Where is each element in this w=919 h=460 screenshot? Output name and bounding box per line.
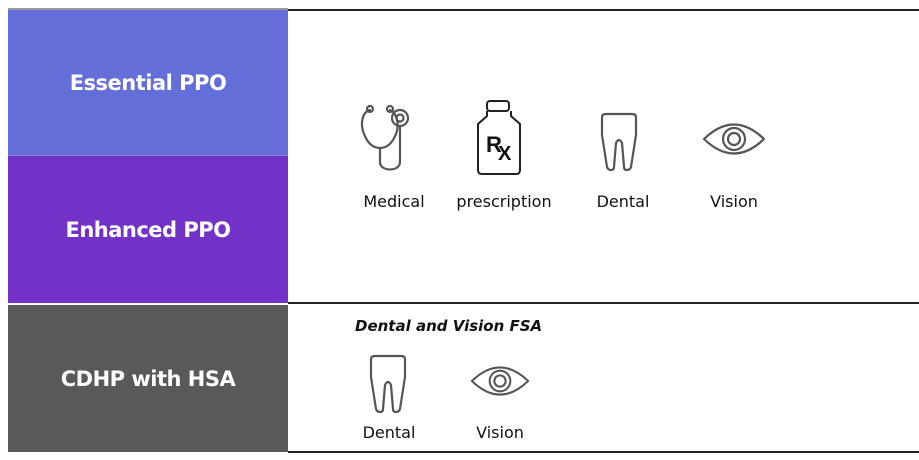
svg-text:X: X bbox=[498, 143, 512, 165]
row-divider bbox=[288, 302, 919, 304]
plan-cdhp-hsa: CDHP with HSA bbox=[8, 305, 288, 452]
benefit-label-prescription: prescription bbox=[456, 192, 552, 211]
left-border bbox=[8, 8, 288, 10]
eye-icon bbox=[470, 366, 530, 396]
plan-essential-ppo: Essential PPO bbox=[8, 10, 288, 155]
tooth-icon bbox=[600, 112, 638, 172]
stethoscope-icon bbox=[360, 104, 410, 171]
svg-text:R: R bbox=[486, 132, 502, 157]
benefit-label-dental: Dental bbox=[596, 192, 650, 211]
tooth-icon bbox=[369, 354, 407, 414]
eye-icon bbox=[702, 123, 766, 155]
fsa-label-vision: Vision bbox=[476, 423, 524, 442]
benefit-label-medical: Medical bbox=[363, 192, 425, 211]
fsa-title: Dental and Vision FSA bbox=[355, 317, 543, 335]
table-top-border bbox=[288, 9, 919, 11]
benefit-label-vision: Vision bbox=[710, 192, 758, 211]
rx-bottle-icon: R X bbox=[477, 100, 521, 175]
fsa-label-dental: Dental bbox=[362, 423, 416, 442]
plan-enhanced-ppo: Enhanced PPO bbox=[8, 155, 288, 303]
table-bottom-border bbox=[288, 451, 919, 453]
